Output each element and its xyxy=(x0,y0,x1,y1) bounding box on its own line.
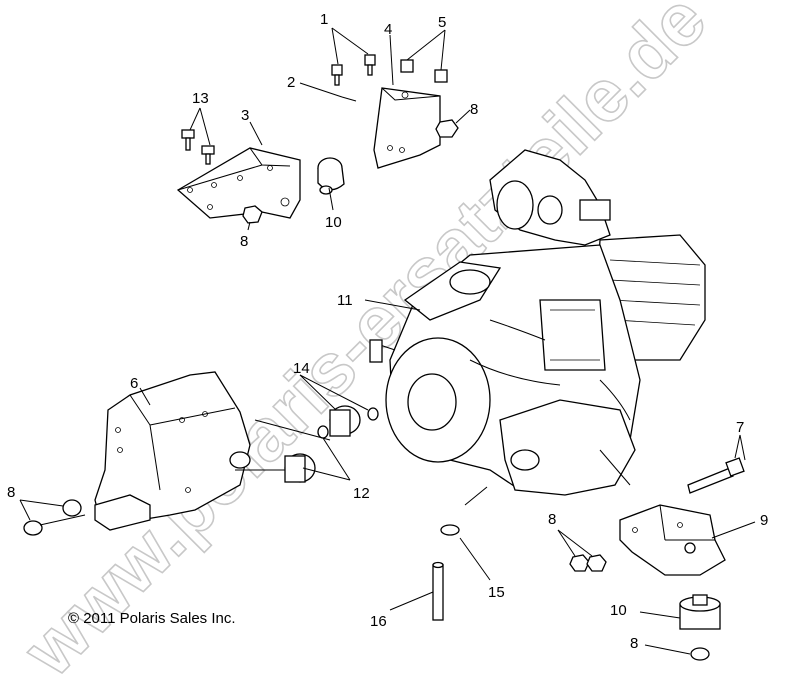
callout-8-b: 8 xyxy=(240,233,248,250)
callout-14: 14 xyxy=(293,360,310,377)
callout-3: 3 xyxy=(241,107,249,124)
nut-part-8 xyxy=(690,647,710,661)
callout-10-b: 10 xyxy=(610,602,627,619)
clip-part-15 xyxy=(440,524,460,536)
bolt-part-1 xyxy=(331,54,376,86)
copyright-text: © 2011 Polaris Sales Inc. xyxy=(68,610,236,627)
callout-8-c: 8 xyxy=(7,484,15,501)
bolt-part-13 xyxy=(181,129,215,165)
callout-8-a: 8 xyxy=(470,101,478,118)
callout-15: 15 xyxy=(488,584,505,601)
nut-part-8 xyxy=(23,499,82,536)
pin-part-16 xyxy=(432,561,444,621)
engine-assembly xyxy=(369,149,706,496)
bracket-part-9 xyxy=(619,504,726,576)
nut-part-8 xyxy=(569,554,607,572)
nut-part-8 xyxy=(242,205,263,224)
callout-13: 13 xyxy=(192,90,209,107)
callout-9: 9 xyxy=(760,512,768,529)
bracket-part-6 xyxy=(94,371,251,531)
callout-8-d: 8 xyxy=(548,511,556,528)
callouts: 1 2 3 4 5 6 7 8 8 8 8 8 9 10 10 11 12 13… xyxy=(7,11,768,652)
callout-12: 12 xyxy=(353,485,370,502)
callout-16: 16 xyxy=(370,613,387,630)
callout-2: 2 xyxy=(287,74,295,91)
bracket-part-4 xyxy=(373,87,441,169)
nut-part-5 xyxy=(400,59,448,83)
callout-6: 6 xyxy=(130,375,138,392)
pin-part-2 xyxy=(341,96,357,102)
callout-11: 11 xyxy=(337,292,353,309)
callout-5: 5 xyxy=(438,14,446,31)
mount-part-10 xyxy=(317,157,345,195)
mount-part-12 xyxy=(284,425,329,483)
mount-part-10-lower xyxy=(679,594,721,630)
callout-10-a: 10 xyxy=(325,214,342,231)
bolt-part-7 xyxy=(687,457,745,494)
mount-part-14 xyxy=(329,405,379,437)
bracket-part-3 xyxy=(176,147,301,219)
callout-1: 1 xyxy=(320,11,328,28)
callout-8-e: 8 xyxy=(630,635,638,652)
callout-7: 7 xyxy=(736,419,744,436)
leader-lines xyxy=(19,27,756,655)
nut-part-8 xyxy=(435,119,459,138)
callout-4: 4 xyxy=(384,21,392,38)
